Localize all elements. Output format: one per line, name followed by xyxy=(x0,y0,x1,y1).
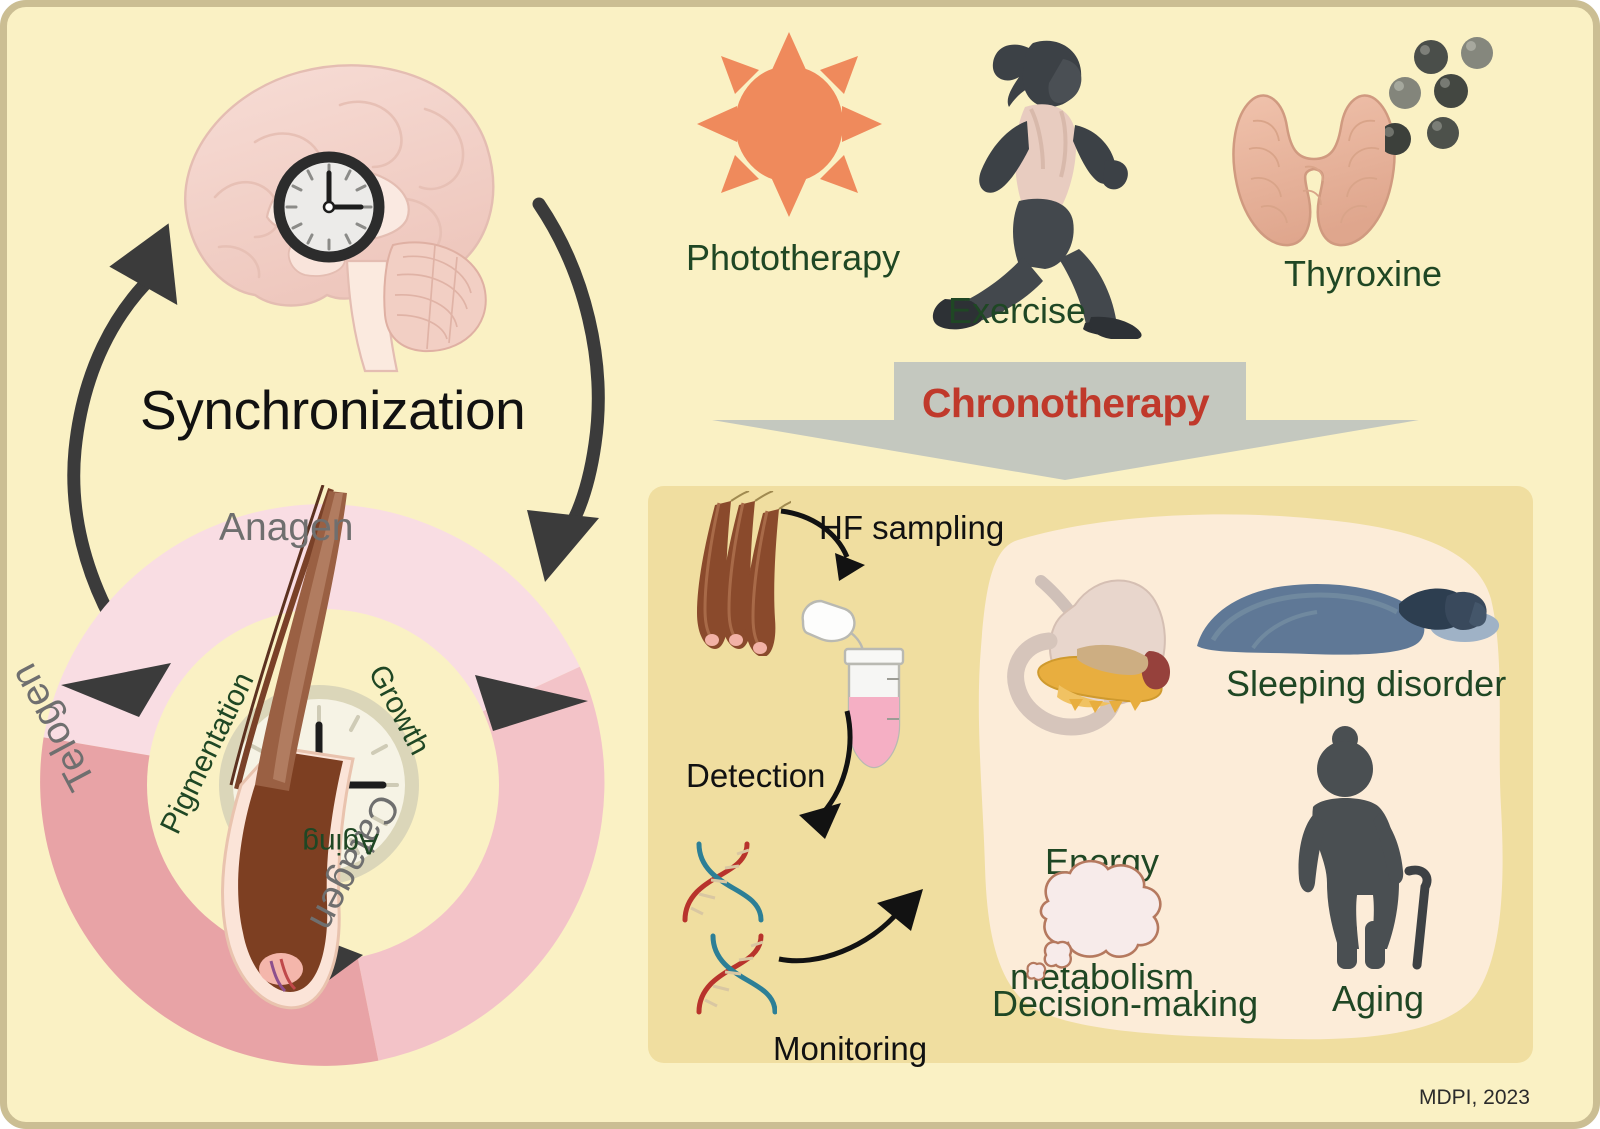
intervention-label-exercise: Exercise xyxy=(948,290,1087,331)
intervention-label-thyroxine: Thyroxine xyxy=(1284,253,1443,294)
dna-helix-icon xyxy=(677,840,777,1030)
intervention-label-phototherapy: Phototherapy xyxy=(686,237,901,278)
thought-bubble-icon xyxy=(1012,855,1172,985)
synchronization-title: Synchronization xyxy=(140,379,526,441)
detection-arrow-icon xyxy=(781,707,891,847)
microtube-icon xyxy=(797,593,907,778)
outcome-label-decision-making: Decision-making xyxy=(992,983,1259,1024)
monitoring-arrow-icon xyxy=(777,887,937,977)
credit-text: MDPI, 2023 xyxy=(1419,1086,1530,1109)
hf-sampling-arrow-icon xyxy=(779,507,889,593)
elderly-person-icon xyxy=(1283,725,1443,970)
hair-follicle-icon xyxy=(221,485,355,1010)
hair-cycle-ring xyxy=(23,485,623,1085)
inner-label-aging: Aging xyxy=(302,827,379,860)
workflow-label-detection: Detection xyxy=(686,757,826,794)
running-person-icon xyxy=(927,29,1172,339)
hair-follicle-sample-icon xyxy=(671,491,791,656)
monitoring-line-1: Monitoring xyxy=(773,1029,928,1067)
chronotherapy-label: Chronotherapy xyxy=(921,380,1210,426)
phase-label-anagen: Anagen xyxy=(219,506,354,549)
outcome-label-aging: Aging xyxy=(1332,978,1425,1019)
workflow-label-hf-sampling: HF sampling xyxy=(819,509,1005,546)
clock-icon xyxy=(273,151,385,263)
sun-icon xyxy=(697,32,882,217)
curved-arrow-down-icon xyxy=(467,192,657,592)
pills-icon xyxy=(1385,35,1495,170)
outcome-label-sleeping-disorder: Sleeping disorder xyxy=(1226,663,1507,704)
thyroid-gland-icon xyxy=(1219,79,1409,264)
workflow-label-monitoring: Monitoring & Evaluation xyxy=(773,962,928,1122)
down-block-arrow-icon: Chronotherapy xyxy=(712,362,1419,480)
sleeping-person-icon xyxy=(1193,564,1503,669)
stomach-pancreas-icon xyxy=(999,559,1179,759)
